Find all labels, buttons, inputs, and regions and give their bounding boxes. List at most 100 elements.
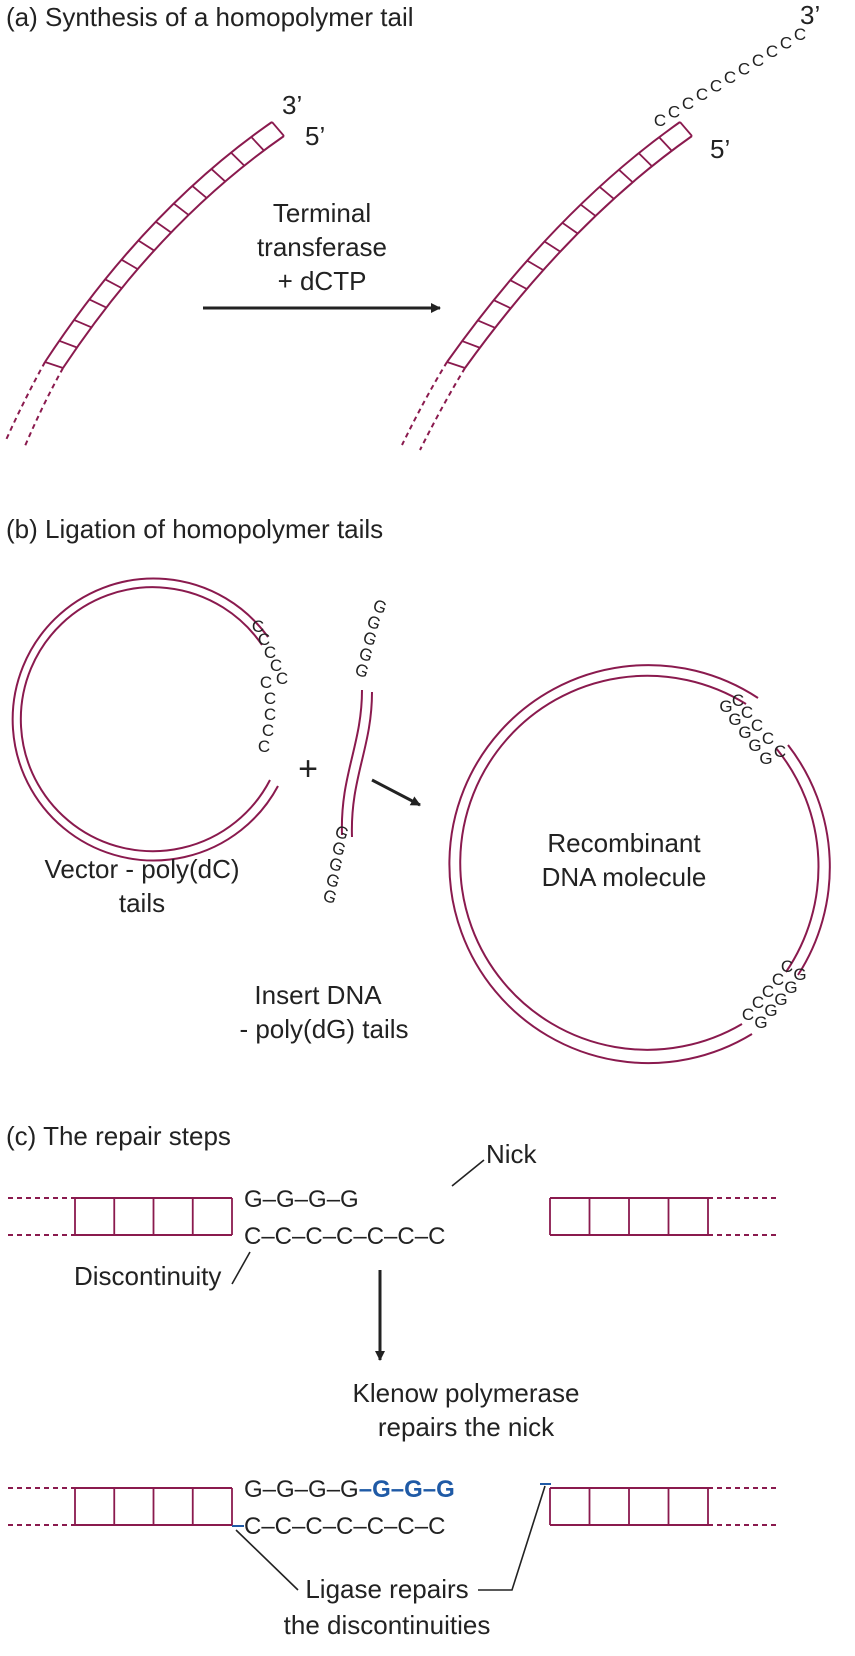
blunt-dna-fragment: 3’ 5’ bbox=[5, 90, 325, 447]
tailed-5-prime-label: 5’ bbox=[710, 134, 730, 164]
tail-base-letter: C bbox=[752, 51, 764, 70]
ligase-label-line1: Ligase repairs bbox=[305, 1574, 468, 1604]
insert-label-line1: Insert DNA bbox=[254, 980, 382, 1010]
recombinant-g-base: G bbox=[719, 697, 732, 716]
recombinant-c-base: C bbox=[751, 716, 763, 735]
fragment-strand-bottom bbox=[62, 135, 285, 369]
recombinant-label-line2: DNA molecule bbox=[542, 862, 707, 892]
c-tail-sequence: C–C–C–C–C–C–C bbox=[244, 1223, 445, 1250]
base-pair-rung bbox=[580, 203, 597, 217]
recombinant-strand-inner-right bbox=[775, 747, 820, 973]
tailed-continuation-bottom bbox=[419, 367, 466, 451]
base-pair-rung bbox=[137, 239, 155, 252]
base-pair-rung bbox=[638, 152, 653, 167]
vector-c-base: C bbox=[260, 673, 272, 692]
base-pair-rung bbox=[461, 340, 481, 349]
recombinant-g-base: G bbox=[764, 1001, 777, 1020]
vector-strand-inner bbox=[19, 586, 271, 853]
insert-g-base: G bbox=[370, 596, 389, 618]
recombinant-g-base: G bbox=[774, 990, 787, 1009]
base-pair-rung bbox=[88, 298, 107, 309]
panel-c-heading: (c) The repair steps bbox=[6, 1121, 231, 1151]
vector-label-line2: tails bbox=[119, 888, 165, 918]
recombinant-c-base: C bbox=[762, 729, 774, 748]
base-pair-rung bbox=[121, 258, 139, 270]
base-pair-rung bbox=[446, 361, 466, 369]
existing-g-bases: G–G–G–G bbox=[244, 1476, 359, 1503]
recombinant-g-base: G bbox=[748, 736, 761, 755]
tail-base-letter: C bbox=[696, 85, 708, 104]
tail-base-letter: C bbox=[766, 42, 778, 61]
fragment-3-prime-label: 3’ bbox=[282, 90, 302, 120]
nick-pointer bbox=[451, 1159, 485, 1187]
g-tail-sequence: G–G–G–G bbox=[244, 1186, 359, 1213]
base-pair-rung bbox=[561, 222, 579, 235]
recombinant-label-line1: Recombinant bbox=[547, 828, 701, 858]
base-pair-rung bbox=[544, 240, 561, 253]
insert-g-base: G bbox=[364, 612, 383, 634]
base-pair-rung bbox=[73, 319, 92, 329]
fragment-strand-top bbox=[44, 121, 273, 363]
recombinant-strand-outer-left bbox=[448, 664, 759, 1065]
vector-c-base: C bbox=[262, 721, 274, 740]
recombinant-g-base: G bbox=[793, 965, 806, 984]
insert-g-base: G bbox=[320, 886, 339, 908]
fragment-continuation-bottom bbox=[24, 367, 64, 447]
vector-c-base: C bbox=[258, 630, 270, 649]
ligation-arrow bbox=[371, 778, 421, 807]
recombinant-c-base: C bbox=[741, 703, 753, 722]
tail-base-letter: C bbox=[710, 77, 722, 96]
recombinant-c-base: C bbox=[742, 1005, 754, 1024]
vector-c-base: C bbox=[264, 643, 276, 662]
repaired-junction: G–G–G–G–G–G–G C–C–C–C–C–C–C Ligase repai… bbox=[8, 1476, 778, 1640]
left-duplex bbox=[74, 1197, 233, 1236]
base-pair-rung bbox=[477, 319, 496, 329]
recombinant-g-base: G bbox=[738, 723, 751, 742]
nick-label: Nick bbox=[486, 1139, 538, 1169]
recombinant-g-base: G bbox=[728, 710, 741, 729]
tailed-base-pairs bbox=[446, 121, 693, 369]
base-pair-rung bbox=[679, 121, 693, 137]
panel-a-heading: (a) Synthesis of a homopolymer tail bbox=[6, 2, 414, 32]
base-pair-rung bbox=[44, 361, 64, 369]
vector-c-base: C bbox=[258, 737, 270, 756]
tailed-continuation-top bbox=[401, 361, 448, 446]
recombinant-g-base: G bbox=[754, 1013, 767, 1032]
recombinant-strand-inner-left bbox=[459, 674, 747, 1051]
vector-label-line1: Vector - poly(dC) bbox=[44, 854, 239, 884]
recombinant-c-base: C bbox=[781, 957, 793, 976]
enzyme-label-line1: Terminal bbox=[273, 198, 371, 228]
recombinant-strand-outer-right bbox=[787, 744, 831, 976]
recombinant-c-base: C bbox=[772, 970, 784, 989]
insert-g-base: G bbox=[360, 628, 379, 650]
enzyme-label-line2: transferase bbox=[257, 232, 387, 262]
klenow-label-line2: repairs the nick bbox=[378, 1412, 555, 1442]
base-pair-rung bbox=[509, 279, 528, 290]
insert-g-base: G bbox=[323, 870, 342, 892]
right-duplex bbox=[549, 1197, 709, 1236]
tail-base-letter: C bbox=[780, 34, 792, 53]
fragment-base-pairs bbox=[44, 121, 285, 369]
tail-base-letter: C bbox=[724, 68, 736, 87]
recombinant-c-base: C bbox=[732, 691, 744, 710]
insert-strand-left bbox=[340, 689, 363, 836]
recombinant-g-base: G bbox=[759, 749, 772, 768]
insert-g-base: G bbox=[332, 822, 351, 844]
new-g-bases: –G–G–G bbox=[359, 1476, 455, 1503]
repaired-left-duplex bbox=[74, 1487, 233, 1526]
enzyme-label-line3: + dCTP bbox=[278, 266, 367, 296]
vector-c-base: C bbox=[252, 617, 264, 636]
base-pair-rung bbox=[230, 151, 245, 167]
tail-base-letter: C bbox=[682, 94, 694, 113]
insert-g-base: G bbox=[352, 660, 371, 682]
